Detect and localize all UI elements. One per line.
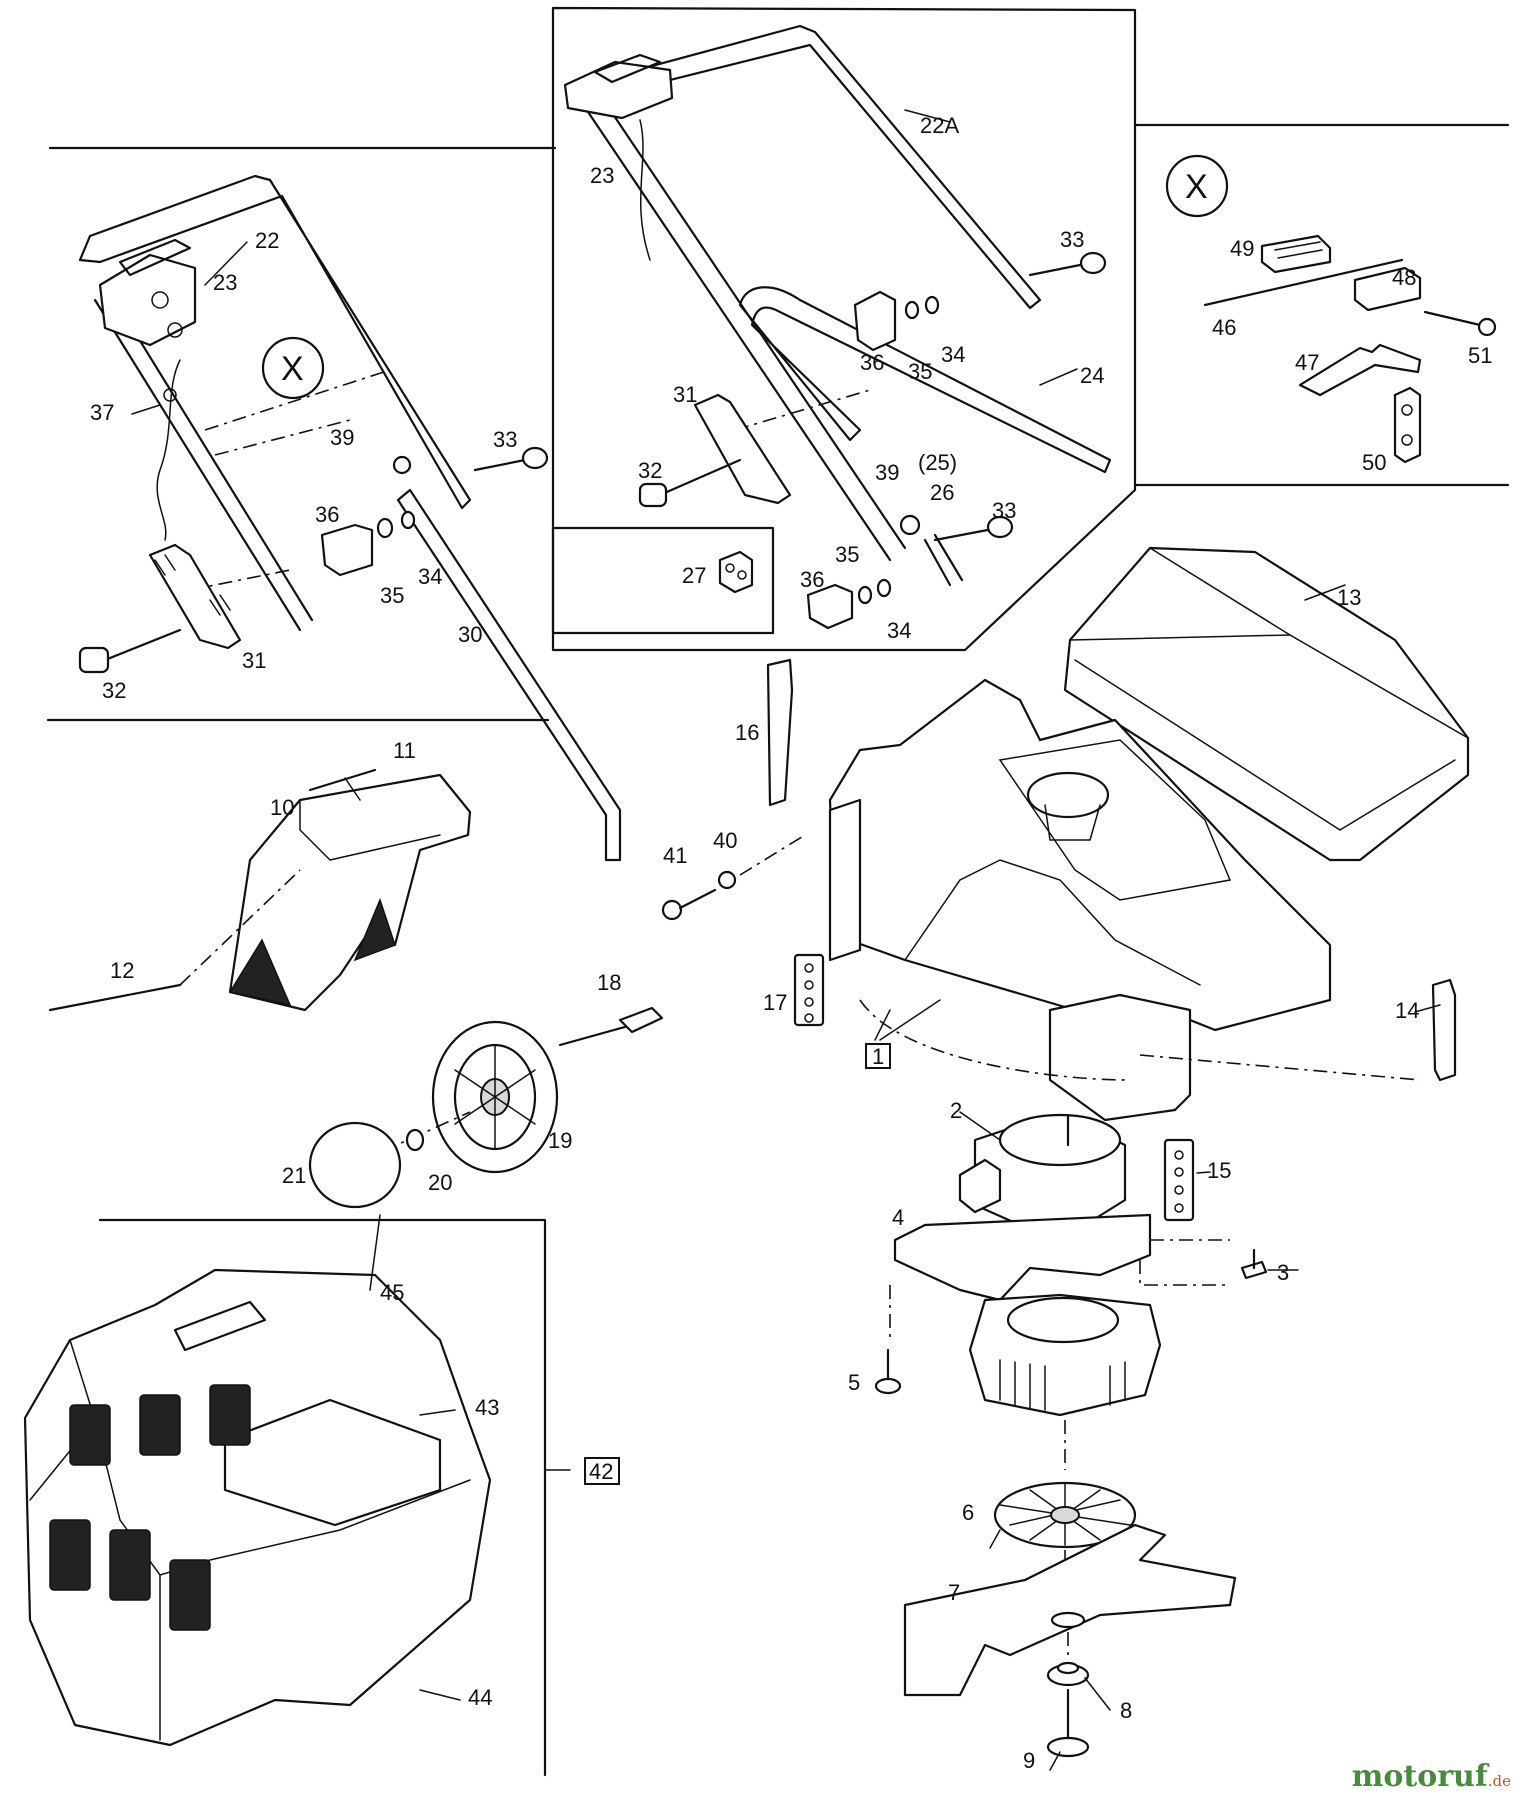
label-part-50: 50	[1362, 450, 1386, 475]
cover-13	[1063, 546, 1470, 862]
label-part-2: 2	[950, 1098, 962, 1123]
label-part-17: 17	[763, 990, 787, 1015]
label-part-5: 5	[848, 1370, 860, 1395]
label-part-4: 4	[892, 1205, 904, 1230]
label-part-43: 43	[475, 1395, 499, 1420]
label-part-34-center-top: 34	[941, 342, 965, 367]
label-part-32: 32	[102, 678, 126, 703]
label-part-33-center-bottom: 33	[992, 498, 1016, 523]
label-part-7: 7	[948, 1580, 960, 1605]
motor-assembly	[874, 1113, 1268, 1395]
variant-marker-left: X	[281, 350, 304, 388]
label-part-1: 1	[872, 1044, 884, 1069]
label-part-35: 35	[380, 583, 404, 608]
label-part-24: 24	[1080, 363, 1104, 388]
label-part-35-center-bottom: 35	[835, 542, 859, 567]
label-part-44: 44	[468, 1685, 492, 1710]
label-part-39-center: 39	[875, 460, 899, 485]
label-part-33-center-top: 33	[1060, 227, 1084, 252]
label-part-8: 8	[1120, 1698, 1132, 1723]
side-parts	[661, 658, 1457, 1222]
label-part-12: 12	[110, 958, 134, 983]
handle-assembly-center	[563, 24, 1112, 630]
label-part-39: 39	[330, 425, 354, 450]
leader-lines	[131, 109, 1441, 1771]
watermark-sub: .de	[1487, 1772, 1511, 1790]
label-part-33: 33	[493, 427, 517, 452]
label-part-32-center: 32	[638, 458, 662, 483]
wheel-assembly	[308, 1006, 664, 1209]
label-part-47: 47	[1295, 350, 1319, 375]
label-part-23-center: 23	[590, 163, 614, 188]
watermark-logo: motoruf.de	[1352, 1759, 1511, 1794]
label-part-46: 46	[1212, 315, 1236, 340]
label-part-3: 3	[1277, 1260, 1289, 1285]
label-part-23: 23	[213, 270, 237, 295]
label-part-22: 22	[255, 228, 279, 253]
label-part-48: 48	[1392, 265, 1416, 290]
label-part-36-center-bottom: 36	[800, 567, 824, 592]
label-part-11: 11	[393, 738, 416, 763]
label-part-25: (25)	[918, 450, 957, 475]
label-part-37: 37	[90, 400, 114, 425]
label-part-34: 34	[418, 564, 442, 589]
label-part-13: 13	[1337, 585, 1361, 610]
label-part-15: 15	[1207, 1158, 1231, 1183]
label-part-42: 42	[589, 1459, 613, 1484]
variant-marker-right: X	[1185, 168, 1208, 206]
label-part-41: 41	[663, 843, 687, 868]
label-part-27: 27	[682, 563, 706, 588]
label-part-31-center: 31	[673, 382, 697, 407]
label-part-36: 36	[315, 502, 339, 527]
label-part-34-center-bottom: 34	[887, 618, 911, 643]
panel-frames	[46, 6, 1510, 1777]
cutting-assembly	[903, 1293, 1237, 1758]
label-part-26: 26	[930, 480, 954, 505]
label-part-16: 16	[735, 720, 759, 745]
part-labels: X X 22 23 37 39 33 36 35 34 30 31 32 23 …	[90, 113, 1492, 1773]
label-part-51: 51	[1468, 343, 1492, 368]
label-part-36-center-top: 36	[860, 350, 884, 375]
label-part-31: 31	[242, 648, 266, 673]
watermark-main: motoruf	[1351, 1759, 1488, 1794]
label-part-20: 20	[428, 1170, 452, 1195]
label-part-10: 10	[270, 795, 294, 820]
label-part-40: 40	[713, 828, 737, 853]
rear-flap-10	[48, 768, 472, 1012]
label-part-30: 30	[458, 622, 482, 647]
label-part-18: 18	[597, 970, 621, 995]
label-part-6: 6	[962, 1500, 974, 1525]
grass-bag-42	[23, 1214, 620, 1747]
label-part-35-center-top: 35	[908, 359, 932, 384]
switch-kit-right	[1165, 154, 1497, 464]
label-part-22a: 22A	[920, 113, 959, 138]
label-part-45: 45	[380, 1280, 404, 1305]
label-part-49: 49	[1230, 236, 1254, 261]
label-part-14: 14	[1395, 998, 1419, 1023]
label-part-19: 19	[548, 1128, 572, 1153]
deck-1	[828, 678, 1421, 1122]
label-part-9: 9	[1023, 1748, 1035, 1773]
handle-assembly-left	[78, 174, 622, 862]
label-part-21: 21	[282, 1163, 306, 1188]
